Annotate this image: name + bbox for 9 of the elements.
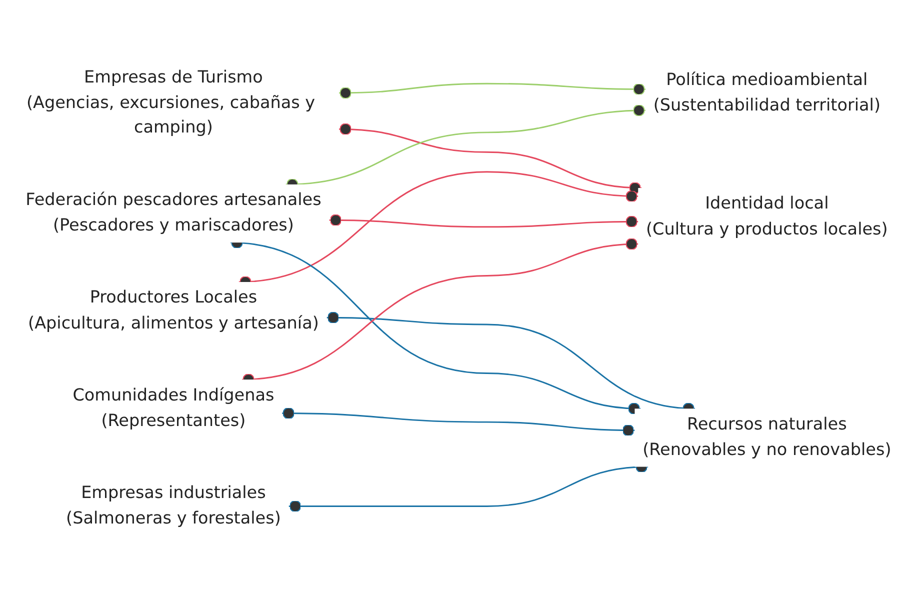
connector	[339, 123, 642, 194]
connector	[329, 214, 638, 228]
connector	[230, 237, 641, 414]
connector	[339, 82, 646, 99]
node-text: Política medioambiental (Sustentabilidad territorial)	[653, 70, 880, 116]
node-text: Identidad local (Cultura y productos locales)	[646, 194, 888, 239]
node-text: Empresas industriales (Salmoneras y forestales)	[66, 483, 281, 528]
connector	[282, 407, 635, 436]
node-text: Empresas de Turismo (Agencias, excursiones, cabañas y camping)	[26, 68, 316, 138]
